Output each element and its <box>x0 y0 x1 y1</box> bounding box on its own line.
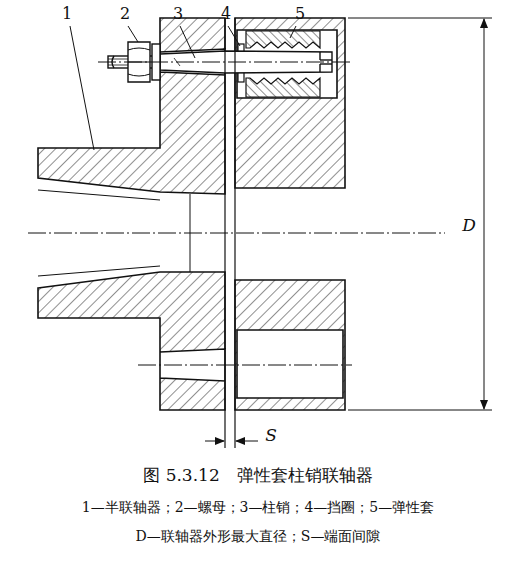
dimension-D <box>348 18 492 410</box>
callout-number: 1 <box>62 5 72 23</box>
dimension-S <box>205 441 258 442</box>
figure-caption: 图 5.3.12 弹性套柱销联轴器 <box>143 466 372 486</box>
bore-line <box>38 266 160 276</box>
centerlines <box>28 62 445 365</box>
dimension-label: S <box>263 426 279 446</box>
callout-number: 5 <box>295 5 305 23</box>
callout-number: 3 <box>173 5 183 23</box>
left-half-lower <box>38 272 225 410</box>
callout-number: 2 <box>120 5 130 23</box>
right-half-upper <box>235 18 345 188</box>
callout-number: 4 <box>221 5 231 23</box>
bore-line <box>38 190 160 200</box>
legend-note: D—联轴器外形最大直径；S—端面间隙 <box>136 528 381 544</box>
dimension-label: D <box>460 216 478 236</box>
legend-note: 1—半联轴器；2—螺母；3—柱销；4—挡圈；5—弹性套 <box>82 499 435 515</box>
right-half-lower <box>235 280 345 410</box>
half-couplings <box>38 18 345 410</box>
left-half-upper <box>38 18 225 194</box>
leader-lines <box>70 26 296 150</box>
